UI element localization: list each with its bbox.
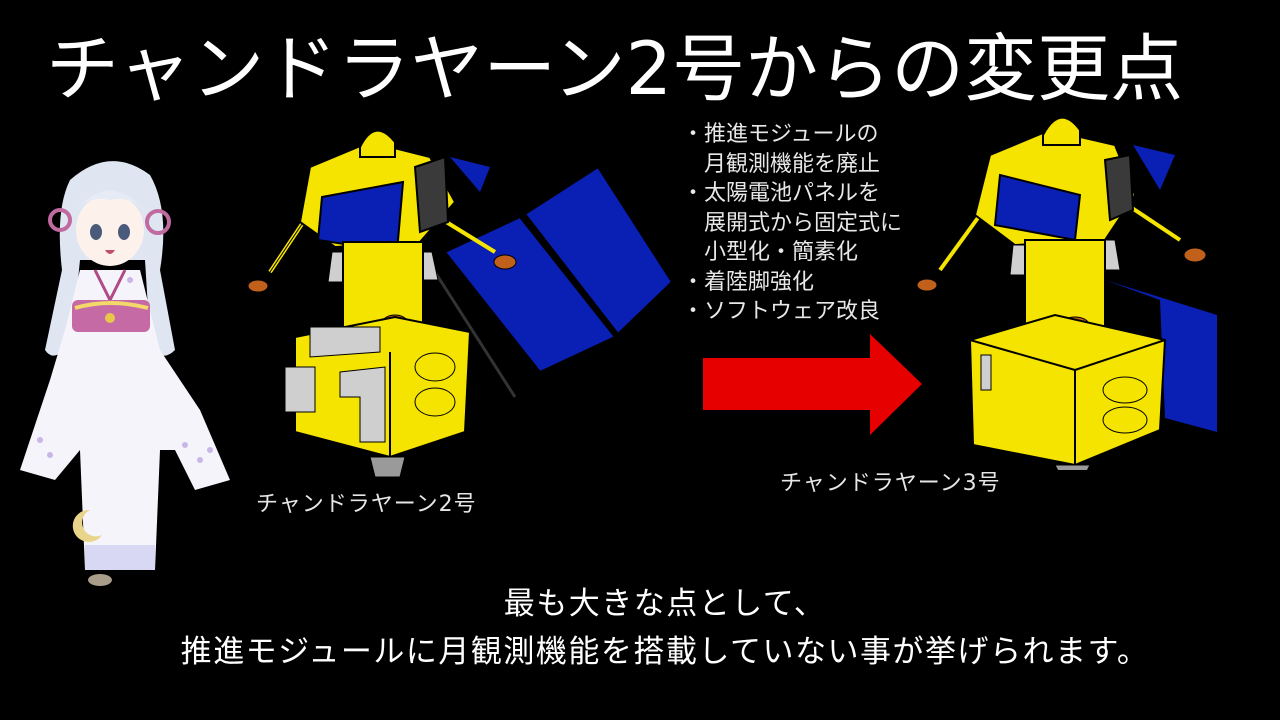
bullet-item: ・ 推進モジュールの 月観測機能を廃止 — [682, 120, 952, 179]
chandrayaan-2-illustration-icon — [240, 112, 680, 492]
bullet-marker: ・ — [682, 299, 705, 324]
bullet-item: ・ ソフトウェア改良 — [682, 297, 952, 327]
chandrayaan-3-illustration-icon — [905, 100, 1225, 470]
bullet-text: 太陽電池パネルを — [704, 181, 881, 206]
slide-title: チャンドラヤーン2号からの変更点 — [46, 27, 1184, 112]
right-arrow-icon — [700, 332, 926, 438]
bullet-item: ・ 着陸脚強化 — [682, 268, 952, 298]
bullet-marker: ・ — [682, 122, 705, 147]
changes-list: ・ 推進モジュールの 月観測機能を廃止 ・ 太陽電池パネルを 展開式から固定式に… — [682, 120, 952, 327]
bullet-text: 推進モジュールの — [704, 122, 879, 147]
bullet-text: 着陸脚強化 — [704, 269, 815, 295]
subtitle-line-2: 推進モジュールに月観測機能を搭載していない事が挙げられます。 — [180, 634, 1150, 670]
bullet-text: 展開式から固定式に — [704, 210, 903, 236]
narration-subtitle: 最も大きな点として、 推進モジュールに月観測機能を搭載していない事が挙げられます… — [0, 580, 1280, 676]
chandrayaan-3-caption: チャンドラヤーン3号 — [780, 471, 1001, 496]
bullet-text: ソフトウェア改良 — [704, 299, 881, 324]
bullet-text: 小型化・簡素化 — [704, 240, 859, 265]
kimono-girl-character-icon — [10, 150, 250, 600]
bullet-marker: ・ — [682, 181, 705, 206]
bullet-text: 月観測機能を廃止 — [704, 151, 881, 177]
bullet-marker: ・ — [682, 269, 705, 295]
chandrayaan-2-caption: チャンドラヤーン2号 — [256, 492, 477, 517]
subtitle-line-1: 最も大きな点として、 — [503, 586, 827, 622]
bullet-item: ・ 太陽電池パネルを 展開式から固定式に 小型化・簡素化 — [682, 179, 952, 268]
